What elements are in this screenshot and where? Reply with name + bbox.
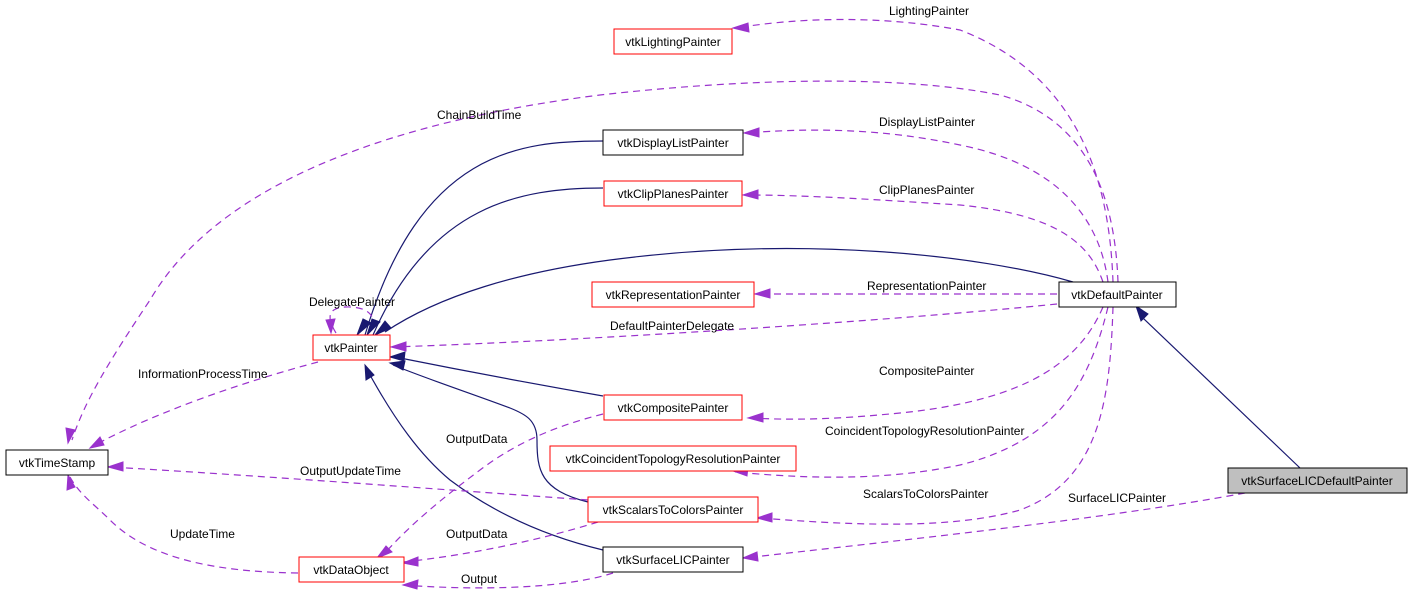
edge-label-outputupdate: OutputUpdateTime (300, 464, 401, 478)
node-vtkSurfaceLICDefaultPainter[interactable]: vtkSurfaceLICDefaultPainter (1227, 467, 1408, 494)
arrowhead-outputdata1 (375, 545, 393, 560)
edge-surfacelic (744, 492, 1246, 559)
nodes: vtkLightingPainter vtkDisplayListPainter… (5, 28, 1408, 583)
node-label: vtkSurfaceLICDefaultPainter (1241, 474, 1392, 488)
edge-surfacelicdefault-to-default (1142, 317, 1301, 469)
node-label: vtkSurfaceLICPainter (616, 553, 729, 567)
edge-label-defaultdelegate: DefaultPainterDelegate (610, 319, 734, 333)
node-label: vtkCompositePainter (618, 401, 729, 415)
node-vtkPainter[interactable]: vtkPainter (312, 334, 391, 361)
edge-label-scalars: ScalarsToColorsPainter (863, 487, 988, 501)
node-vtkDataObject[interactable]: vtkDataObject (298, 556, 405, 583)
edge-label-infoprocess: InformationProcessTime (138, 367, 268, 381)
edge-scalars-to-painter (392, 364, 589, 503)
inheritance-edges (364, 140, 1301, 551)
node-label: vtkCoincidentTopologyResolutionPainter (566, 452, 781, 466)
arrowhead-output (401, 579, 419, 590)
node-vtkCoincidentTopologyResolutionPainter[interactable]: vtkCoincidentTopologyResolutionPainter (549, 445, 797, 472)
arrowhead-defaultdelegate (389, 341, 407, 352)
node-vtkDefaultPainter[interactable]: vtkDefaultPainter (1058, 281, 1177, 308)
edge-coincident (734, 306, 1109, 478)
arrowhead-surfacelic (741, 551, 759, 562)
edge-label-chainbuild: ChainBuildTime (437, 108, 522, 122)
arrowhead-displaylist (742, 127, 760, 138)
arrowhead-inh-4 (388, 351, 406, 362)
node-vtkRepresentationPainter[interactable]: vtkRepresentationPainter (591, 281, 755, 308)
arrowhead-infoprocess (88, 436, 105, 449)
node-label: vtkClipPlanesPainter (618, 187, 729, 201)
node-vtkScalarsToColorsPainter[interactable]: vtkScalarsToColorsPainter (587, 496, 759, 523)
edge-defaultdelegate (392, 303, 1058, 348)
arrowhead-inh-2 (366, 318, 381, 336)
node-vtkCompositePainter[interactable]: vtkCompositePainter (603, 394, 743, 421)
arrowhead-delegate (325, 318, 336, 335)
edge-outputdata1 (384, 413, 604, 554)
edge-label-lighting: LightingPainter (889, 4, 969, 18)
edge-outputdata2 (402, 521, 599, 563)
edge-label-output: Output (461, 572, 498, 586)
edge-label-coincident: CoincidentTopologyResolutionPainter (825, 424, 1024, 438)
node-label: vtkDefaultPainter (1071, 288, 1162, 302)
node-label: vtkPainter (324, 341, 377, 355)
arrowhead-inh-1 (356, 318, 372, 336)
arrowhead-inh-7 (1135, 304, 1149, 322)
edge-updatetime (69, 476, 299, 574)
edge-infoprocess (94, 361, 319, 446)
edge-label-representation: RepresentationPainter (867, 279, 986, 293)
edge-displaylist (744, 129, 1109, 283)
node-vtkTimeStamp[interactable]: vtkTimeStamp (5, 449, 109, 476)
edge-label-outputdata1: OutputData (446, 432, 508, 446)
arrowhead-representation (753, 288, 771, 299)
node-label: vtkRepresentationPainter (606, 288, 741, 302)
arrowhead-inh-3 (373, 320, 392, 337)
edge-composite-to-painter (394, 356, 604, 397)
edge-output (402, 572, 614, 589)
node-vtkLightingPainter[interactable]: vtkLightingPainter (613, 28, 733, 55)
arrowhead-updatetime (66, 473, 76, 491)
usage-edges (69, 18, 1246, 589)
node-vtkSurfaceLICPainter[interactable]: vtkSurfaceLICPainter (602, 546, 744, 573)
edge-displaylist-to-painter (364, 140, 604, 336)
node-vtkClipPlanesPainter[interactable]: vtkClipPlanesPainter (603, 180, 743, 207)
arrowhead-lighting (731, 22, 750, 33)
arrowhead-outputupdate (106, 461, 124, 472)
edge-label-outputdata2: OutputData (446, 527, 508, 541)
arrowhead-composite (746, 412, 764, 423)
arrowhead-inh-5 (388, 360, 406, 371)
arrowhead-chainbuild (65, 427, 76, 445)
edge-label-updatetime: UpdateTime (170, 527, 235, 541)
edge-label-composite: CompositePainter (879, 364, 974, 378)
edge-label-clipplanes: ClipPlanesPainter (879, 183, 974, 197)
arrowhead-outputdata2 (401, 556, 419, 567)
edge-surfacelic-to-painter (369, 374, 604, 551)
edge-label-surfacelic: SurfaceLICPainter (1068, 491, 1166, 505)
edge-chainbuild (71, 80, 1119, 441)
node-label: vtkTimeStamp (19, 456, 96, 470)
edge-composite (749, 306, 1104, 420)
edge-labels: LightingPainter ChainBuildTime DisplayLi… (138, 4, 1166, 586)
edge-label-delegate: DelegatePainter (309, 295, 395, 309)
node-label: vtkScalarsToColorsPainter (603, 503, 744, 517)
edge-scalars (759, 306, 1114, 525)
arrowhead-scalars (755, 512, 773, 523)
arrowhead-clipplanes (741, 189, 759, 200)
edge-clipplanes (744, 194, 1104, 283)
node-vtkDisplayListPainter[interactable]: vtkDisplayListPainter (602, 129, 744, 156)
arrowhead-inh-6 (364, 363, 375, 381)
node-label: vtkDataObject (313, 563, 389, 577)
edge-label-displaylist: DisplayListPainter (879, 115, 975, 129)
edge-clipplanes-to-painter (372, 187, 604, 336)
edge-default-to-painter (384, 247, 1074, 333)
edge-lighting (741, 18, 1114, 283)
node-label: vtkDisplayListPainter (617, 136, 728, 150)
node-label: vtkLightingPainter (625, 35, 720, 49)
